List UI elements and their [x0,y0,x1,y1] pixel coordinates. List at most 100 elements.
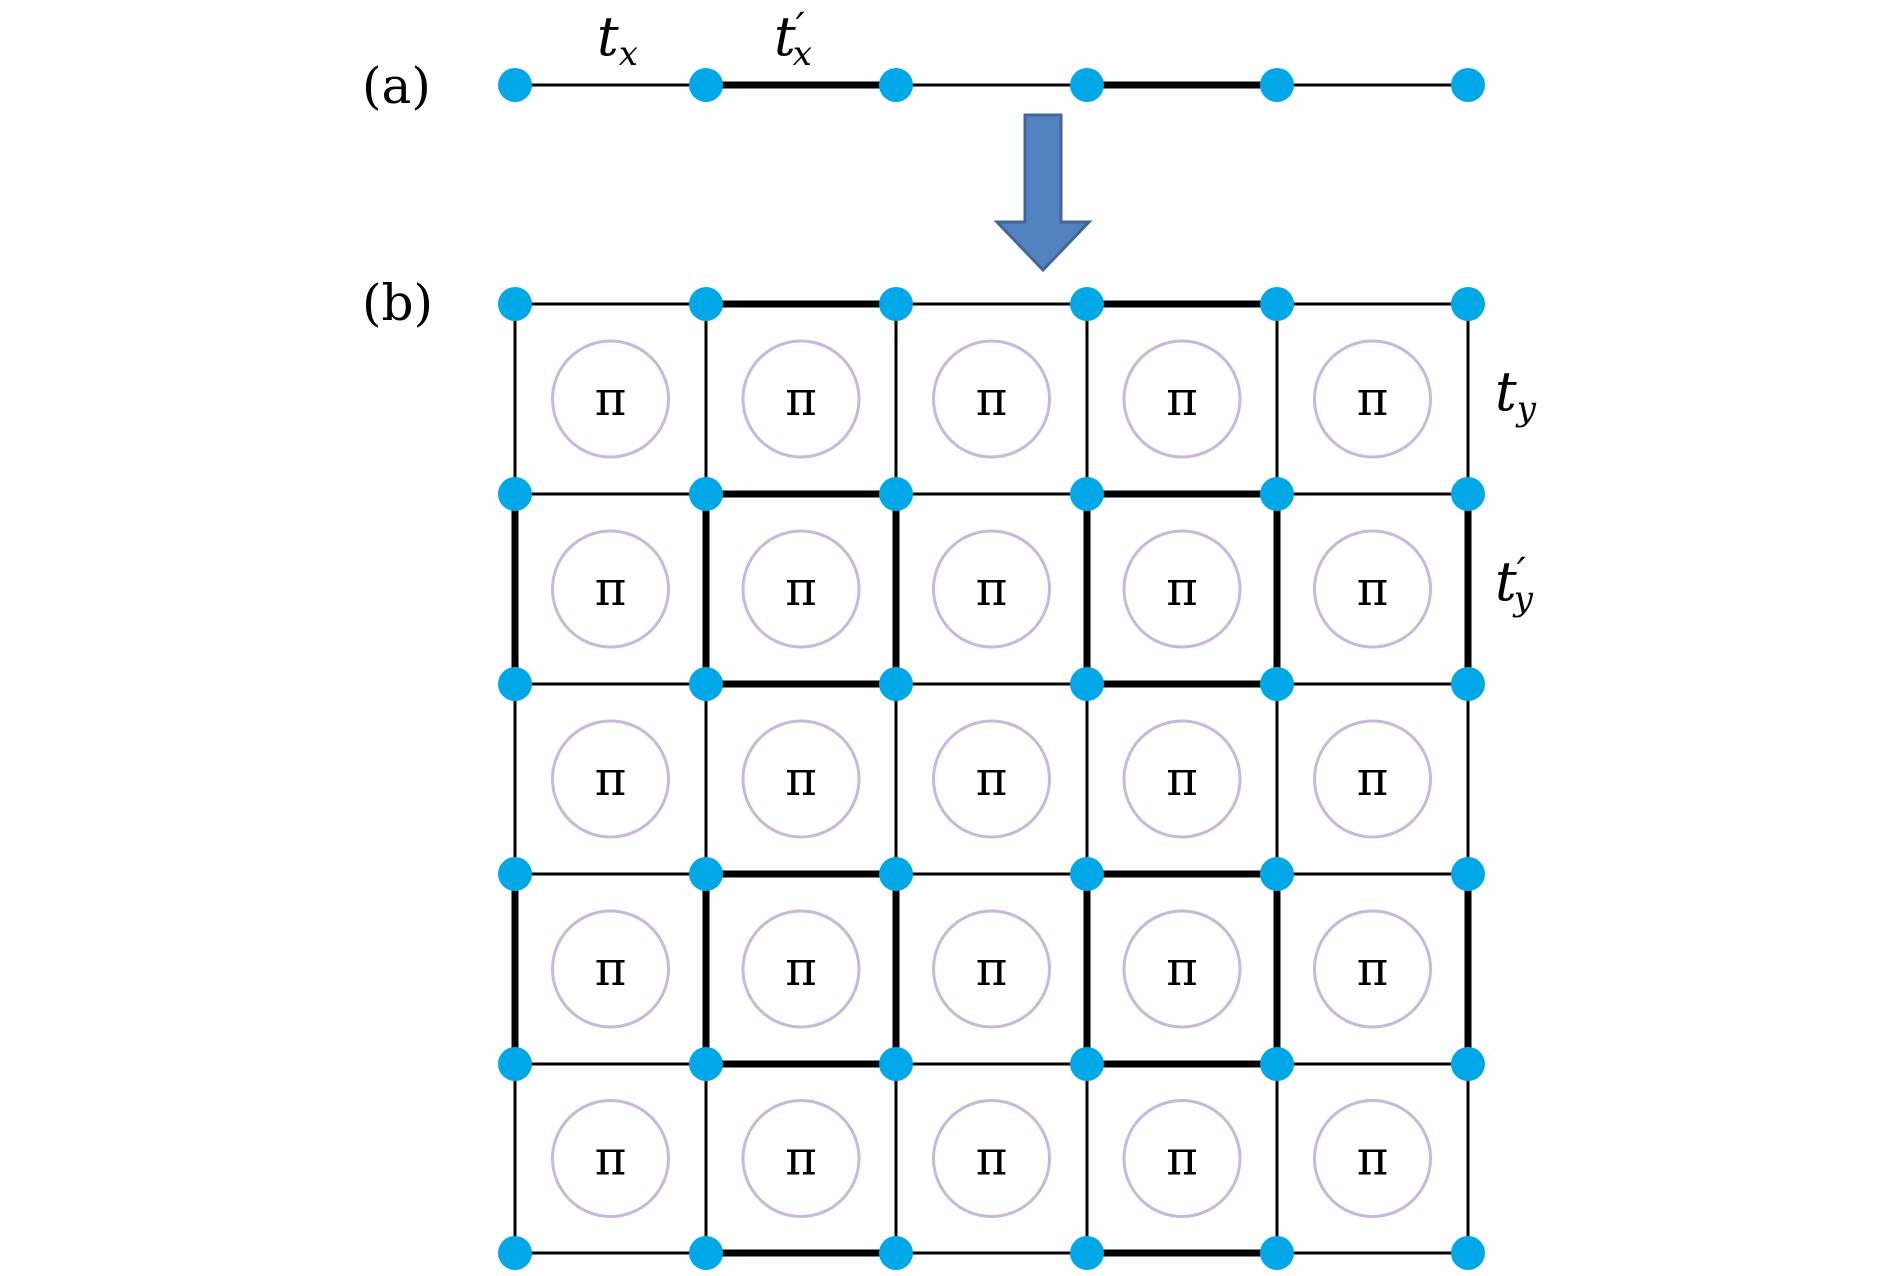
lattice-site [689,857,723,891]
flux-circle [1313,719,1432,839]
flux-label: π [595,751,627,807]
flux-circle [551,1099,670,1218]
lattice-site [1070,1047,1104,1081]
ty-prime-subscript: y [1512,579,1534,619]
flux-circle [932,1099,1051,1218]
lattice-site [1451,477,1485,511]
lattice-site [689,1236,723,1270]
flux-circle [741,529,861,649]
flux-circle [1122,339,1242,459]
flux-circle [1313,1099,1432,1218]
lattice-site [498,1047,532,1081]
flux-circle [1313,529,1432,649]
flux-label: π [595,941,627,997]
flux-label: π [785,1131,817,1187]
tx-prime-symbol: t [774,5,796,68]
transform-arrow [993,113,1093,273]
lattice-site [1451,1236,1485,1270]
lattice-site [879,1047,913,1081]
lattice-site [1070,857,1104,891]
ty-prime-symbol: t [1495,550,1517,613]
tx-subscript: x [619,34,638,74]
flux-label: π [1166,1131,1198,1187]
lattice-site [1451,857,1485,891]
flux-label: π [595,1131,627,1187]
flux-circle [741,1099,861,1218]
flux-circle [932,719,1051,839]
flux-label: π [1166,371,1198,427]
ty-prime-mark: ′ [1517,550,1526,596]
flux-circle [932,909,1051,1029]
ty-symbol: t [1495,360,1517,423]
ty-subscript: y [1515,389,1537,429]
flux-label: π [1357,371,1389,427]
flux-circle [1122,719,1242,839]
lattice-site [1260,857,1294,891]
ty-prime-label: t′y [1495,550,1534,619]
flux-label: π [976,751,1008,807]
flux-label: π [785,371,817,427]
lattice-site [1070,1236,1104,1270]
flux-circle [741,339,861,459]
panel-a-label: (a) [362,57,431,115]
tx-symbol: t [597,5,619,68]
flux-label: π [595,371,627,427]
flux-label: π [785,941,817,997]
flux-label: π [976,1131,1008,1187]
chain-sites [498,68,1485,102]
flux-label: π [1166,751,1198,807]
flux-label: π [1357,941,1389,997]
lattice-site [1260,477,1294,511]
lattice-site [1260,1236,1294,1270]
tx-label: tx [597,5,638,74]
chain-site [1260,68,1294,102]
lattice-site [498,477,532,511]
lattice-site [1070,477,1104,511]
lattice-site [879,667,913,701]
lattice-site [1070,287,1104,321]
flux-circle [551,339,670,459]
flux-circle [1313,339,1432,459]
flux-label: π [976,941,1008,997]
lattice-site [498,1236,532,1270]
lattice-site [689,1047,723,1081]
panel-b-label: (b) [362,274,433,332]
flux-label: π [1166,561,1198,617]
flux-label: π [595,561,627,617]
lattice-site [1451,287,1485,321]
chain-site [1451,68,1485,102]
lattice-site [879,477,913,511]
chain-site [879,68,913,102]
tx-prime-label: t′x [774,5,812,74]
flux-label: π [1166,941,1198,997]
flux-label: π [1357,561,1389,617]
lattice-site [1260,287,1294,321]
flux-label: π [1357,751,1389,807]
lattice-site [498,857,532,891]
lattice-site [689,287,723,321]
flux-circle [1122,909,1242,1029]
flux-circle [1313,909,1432,1029]
lattice-site [689,477,723,511]
flux-circle [551,529,670,649]
lattice-sites [498,287,1485,1270]
chain-site [498,68,532,102]
lattice-site [1260,667,1294,701]
chain-site [1070,68,1104,102]
flux-circle [1122,529,1242,649]
flux-circle [551,719,670,839]
flux-label: π [785,751,817,807]
tx-prime-subscript: x [793,34,812,74]
flux-label: π [1357,1131,1389,1187]
flux-circle [551,909,670,1029]
flux-label: π [785,561,817,617]
lattice-site [1451,667,1485,701]
lattice-site [1070,667,1104,701]
ty-label: ty [1495,360,1537,429]
flux-label: π [976,371,1008,427]
lattice-site [879,287,913,321]
lattice-site [879,1236,913,1270]
lattice-bonds [511,300,1472,1257]
